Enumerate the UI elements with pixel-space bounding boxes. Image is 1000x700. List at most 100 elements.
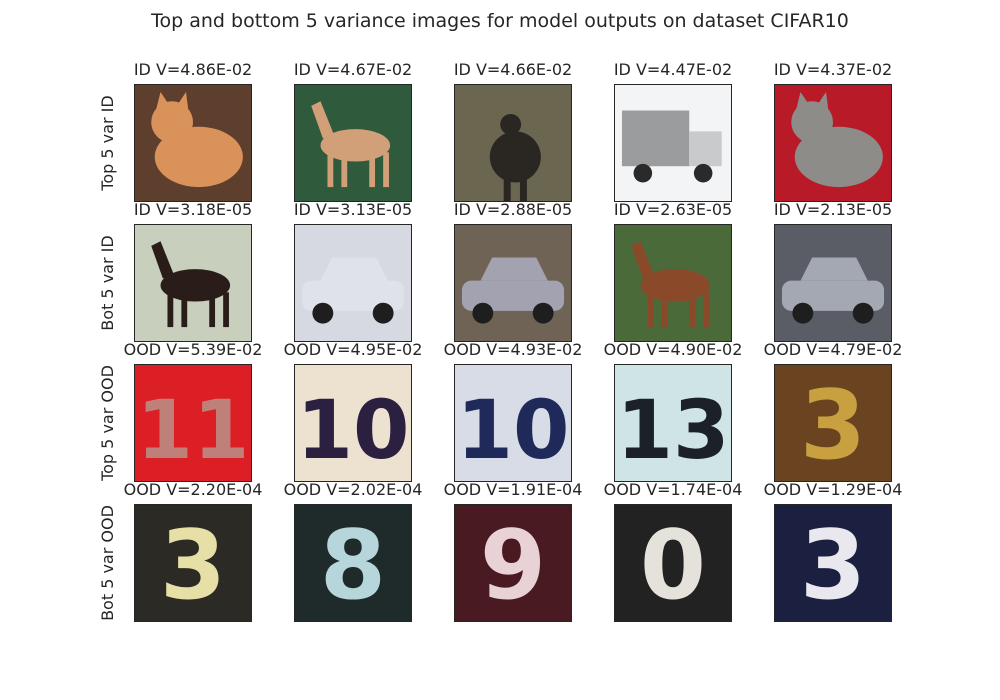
horse-leg-shape <box>223 292 229 328</box>
row-label: Bot 5 var OOD <box>98 505 117 621</box>
image-background <box>295 365 411 481</box>
digit-glyph: 3 <box>800 511 866 621</box>
image-background <box>615 505 731 621</box>
horse-leg-shape <box>369 152 376 188</box>
car-wheel-shape <box>792 302 814 324</box>
image-thumbnail <box>134 84 252 202</box>
image-render <box>455 225 571 341</box>
image-render: 13 <box>615 365 731 481</box>
image-render: 3 <box>135 505 251 621</box>
image-background <box>775 365 891 481</box>
image-thumbnail <box>134 224 252 342</box>
image-render <box>135 225 251 341</box>
car-wheel-shape <box>312 302 334 324</box>
image-thumbnail <box>614 84 732 202</box>
horse-leg-shape <box>647 292 654 328</box>
image-thumbnail <box>294 84 412 202</box>
horse-leg-shape <box>341 152 348 188</box>
car-body-shape <box>461 280 565 311</box>
horse-leg-shape <box>703 292 709 328</box>
image-title: ID V=4.67E-02 <box>293 60 413 79</box>
image-render <box>295 85 411 201</box>
horse-leg-shape <box>181 292 188 328</box>
car-body-shape <box>781 280 885 311</box>
horse-leg-shape <box>689 292 696 328</box>
image-title: ID V=3.18E-05 <box>133 200 253 219</box>
horse-leg-shape <box>167 292 174 328</box>
digit-glyph: 10 <box>297 384 410 478</box>
image-render: 8 <box>295 505 411 621</box>
image-thumbnail: 8 <box>294 504 412 622</box>
image-title: OOD V=2.20E-04 <box>123 480 263 499</box>
image-thumbnail <box>454 84 572 202</box>
image-background <box>455 505 571 621</box>
horse-leg-shape <box>661 292 668 328</box>
deer-head-shape <box>500 114 522 135</box>
image-thumbnail: 3 <box>134 504 252 622</box>
image-title: ID V=4.66E-02 <box>453 60 573 79</box>
figure-title: Top and bottom 5 variance images for mod… <box>151 10 849 32</box>
image-render: 3 <box>775 365 891 481</box>
horse-leg-shape <box>383 152 389 188</box>
image-render: 0 <box>615 505 731 621</box>
digit-glyph: 0 <box>640 511 706 621</box>
image-title: ID V=4.37E-02 <box>773 60 893 79</box>
image-title: ID V=2.63E-05 <box>613 200 733 219</box>
image-thumbnail: 11 <box>134 364 252 482</box>
image-background <box>775 505 891 621</box>
image-title: OOD V=2.02E-04 <box>283 480 423 499</box>
image-title: OOD V=1.91E-04 <box>443 480 583 499</box>
digit-glyph: 10 <box>457 384 570 478</box>
truck-wheel-shape <box>693 163 713 183</box>
image-render <box>295 225 411 341</box>
image-title: ID V=4.47E-02 <box>613 60 733 79</box>
image-background <box>135 505 251 621</box>
image-background <box>455 365 571 481</box>
image-title: OOD V=5.39E-02 <box>123 340 263 359</box>
image-render <box>455 85 571 201</box>
image-title: ID V=2.13E-05 <box>773 200 893 219</box>
digit-glyph: 9 <box>480 511 546 621</box>
image-thumbnail: 3 <box>774 364 892 482</box>
image-thumbnail: 0 <box>614 504 732 622</box>
image-title: ID V=3.13E-05 <box>293 200 413 219</box>
image-thumbnail: 3 <box>774 504 892 622</box>
image-thumbnail <box>774 224 892 342</box>
digit-glyph: 13 <box>617 384 730 478</box>
cat-head-shape <box>151 101 193 143</box>
image-thumbnail: 13 <box>614 364 732 482</box>
row-label: Bot 5 var ID <box>98 235 117 331</box>
image-title: OOD V=4.95E-02 <box>283 340 423 359</box>
image-background <box>295 505 411 621</box>
image-title: ID V=4.86E-02 <box>133 60 253 79</box>
horse-leg-shape <box>209 292 216 328</box>
car-wheel-shape <box>532 302 554 324</box>
deer-leg-shape <box>519 177 527 201</box>
car-wheel-shape <box>472 302 494 324</box>
digit-glyph: 11 <box>137 384 250 478</box>
horse-neck-shape <box>631 241 655 279</box>
image-title: OOD V=1.29E-04 <box>763 480 903 499</box>
cat-ear-shape <box>816 91 829 111</box>
image-background <box>615 365 731 481</box>
car-wheel-shape <box>372 302 394 324</box>
image-render <box>135 85 251 201</box>
deer-leg-shape <box>503 177 511 201</box>
car-roof-shape <box>480 257 548 281</box>
truck-wheel-shape <box>633 163 653 183</box>
image-title: OOD V=1.74E-04 <box>603 480 743 499</box>
deer-body-shape <box>489 131 541 183</box>
horse-leg-shape <box>327 152 334 188</box>
image-render: 9 <box>455 505 571 621</box>
image-title: OOD V=4.79E-02 <box>763 340 903 359</box>
digit-glyph: 3 <box>800 371 866 481</box>
image-render: 10 <box>455 365 571 481</box>
car-roof-shape <box>320 257 388 281</box>
cat-ear-shape <box>176 91 189 111</box>
car-body-shape <box>301 280 405 311</box>
image-thumbnail <box>774 84 892 202</box>
image-render <box>615 225 731 341</box>
truck-cargo-shape <box>621 110 690 167</box>
row-label: Top 5 var ID <box>98 95 117 191</box>
digit-glyph: 3 <box>160 511 226 621</box>
